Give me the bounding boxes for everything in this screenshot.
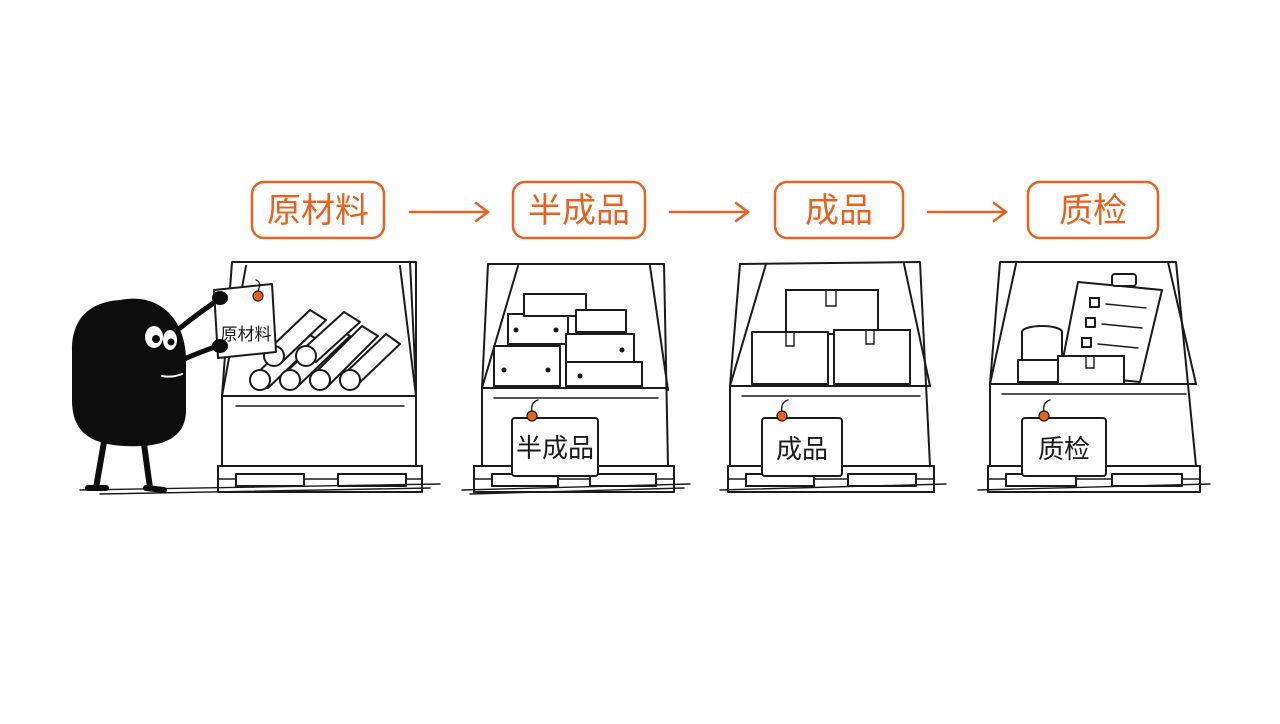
step-label-semi-finished: 半成品 (511, 180, 647, 240)
quality-items (1017, 325, 1125, 385)
bin-tag: 质检 (1021, 399, 1107, 477)
step-label-text: 半成品 (528, 191, 630, 231)
step-label-quality-check: 质检 (1026, 180, 1160, 240)
ground-hatch (977, 483, 1211, 491)
step-label-box (773, 180, 905, 240)
cylindrical-rods (249, 309, 401, 391)
ground-hatch (719, 483, 947, 491)
character: 原材料 (72, 279, 277, 493)
held-sign: 原材料 (213, 279, 277, 359)
bin-tag-text: 质检 (1038, 435, 1090, 465)
flow-header: 原材料 半成品 成品 质检 (250, 180, 1160, 240)
flow-arrow-3 (926, 201, 1009, 223)
step-label-text: 成品 (805, 191, 873, 231)
character-arm-upper (177, 297, 221, 331)
ground-hatch (461, 483, 691, 495)
step-label-raw-material: 原材料 (250, 180, 386, 240)
bin-semi-finished: 半成品 (461, 263, 691, 495)
step-label-box (1026, 180, 1160, 240)
step-label-box (511, 180, 647, 240)
cardboard-boxes (751, 289, 911, 385)
bin-tag-text: 半成品 (516, 434, 594, 464)
bin-finished: 成品 (719, 261, 947, 493)
bin-tag: 半成品 (511, 399, 599, 477)
flow-arrow-1 (408, 201, 491, 223)
bin-tag: 成品 (761, 399, 843, 477)
held-sign-text: 原材料 (221, 325, 272, 345)
flow-arrow-2 (668, 201, 751, 223)
step-label-box (250, 180, 386, 240)
small-parts-boxes (493, 293, 643, 387)
step-label-finished: 成品 (773, 180, 905, 240)
bin-quality-check: 质检 (977, 261, 1211, 493)
step-label-text: 质检 (1059, 191, 1127, 231)
step-label-text: 原材料 (267, 191, 369, 231)
ground-hatch (79, 483, 441, 495)
pallet (217, 465, 423, 493)
bin-tag-text: 成品 (776, 435, 828, 465)
character-body (72, 298, 186, 447)
